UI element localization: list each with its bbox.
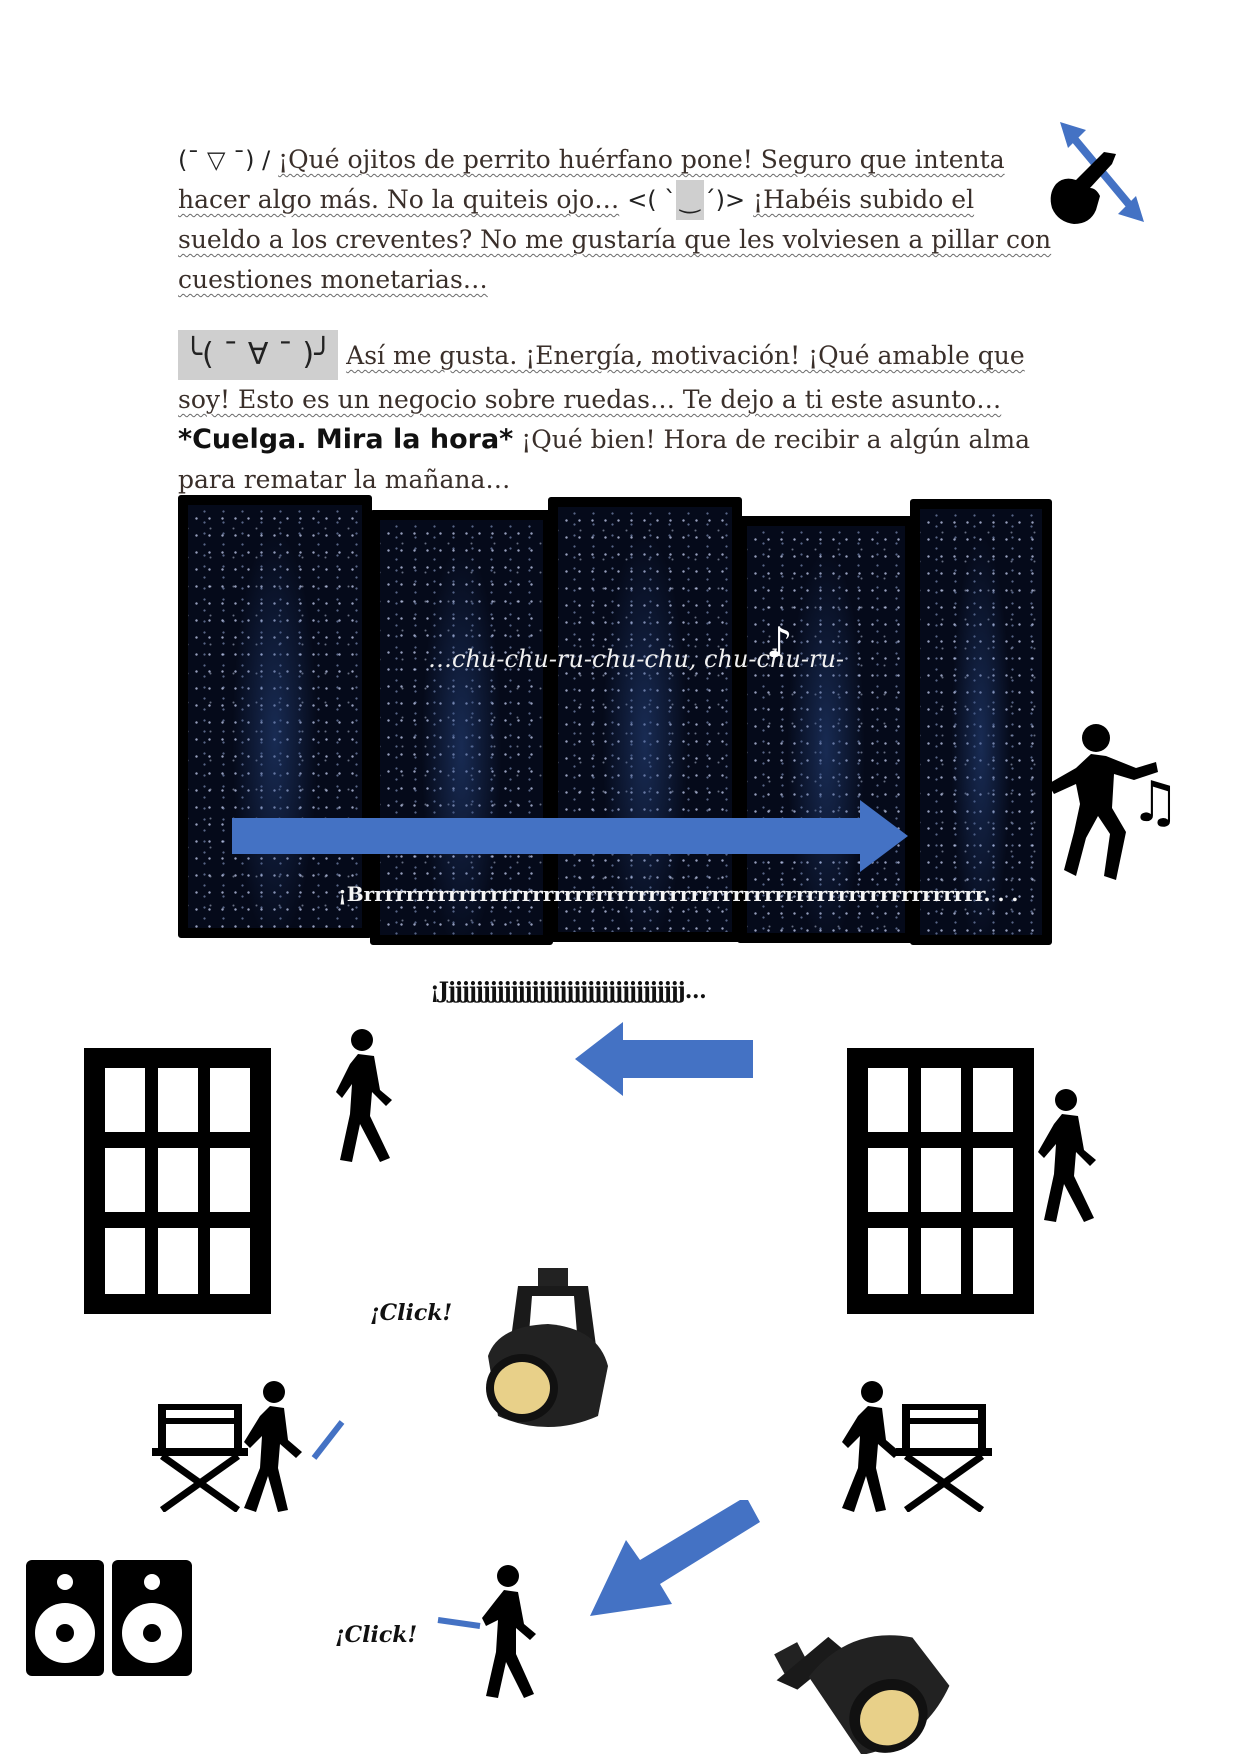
sound-brr: ¡Brrrrrrrrrrrrrrrrrrrrrrrrrrrrrrrrrrrrrr…: [338, 882, 1019, 906]
director-chair-icon: [152, 1404, 248, 1512]
blue-line-icon: [437, 1617, 481, 1629]
curtain-panel-1: [178, 495, 372, 938]
left-arrow-icon: [575, 1022, 753, 1096]
walking-person-icon: [244, 1381, 302, 1512]
hand-pointer-icon: [1050, 152, 1116, 224]
paragraph-1: (¯ ▽ ¯) / ¡Qué ojitos de perrito huérfan…: [178, 140, 1058, 300]
sound-click-1: ¡Click!: [370, 1300, 453, 1326]
paragraph-2: ╰( ¯ ∀ ¯ )╯ Así me gusta. ¡Energía, moti…: [178, 330, 1058, 500]
paragraph-1-text-b: ¡Habéis subido el sueldo a los creventes…: [178, 185, 1052, 294]
walking-person-icon: [1038, 1089, 1096, 1222]
paragraph-2-text-b: ¡Qué bien! Hora de recibir a algún alma …: [178, 425, 1030, 494]
walking-person-icon: [482, 1565, 536, 1698]
diagonal-arrow-icon: [590, 1500, 760, 1616]
dancing-person-icon: [1048, 724, 1158, 880]
curtain-panel-5: [910, 499, 1052, 945]
kaomoji-start: (¯ ▽ ¯) /: [178, 146, 271, 174]
song-lyric: …chu-chu-ru-chu-chu, chu-chu-ru-: [428, 645, 845, 673]
walking-person-icon: [842, 1381, 900, 1512]
paragraph-2-text-a: Así me gusta. ¡Energía, motivación! ¡Qué…: [178, 341, 1025, 414]
kaomoji-mid-c: ´)>: [703, 186, 746, 214]
walking-person-icon: [336, 1029, 392, 1162]
speakers-icon: [26, 1560, 192, 1676]
kaomoji-arms-up: ╰( ¯ ∀ ¯ )╯: [178, 330, 339, 380]
kaomoji-mid-a: <( `: [627, 186, 677, 214]
music-note-icon: ♪: [766, 618, 793, 667]
paragraph-1-text-a: ¡Qué ojitos de perrito huérfano pone! Se…: [178, 145, 1005, 214]
sound-ji: ¡Jjjjjjjjjjjjjjjjjjjjjjjjjjjjjjjjjjj…: [430, 978, 707, 1004]
spotlight-icon: [486, 1268, 608, 1427]
spotlight-icon: [774, 1635, 950, 1754]
curtain-panel-4: [737, 516, 915, 943]
sound-click-2: ¡Click!: [335, 1622, 418, 1648]
kaomoji-mid-b: ‿: [676, 180, 704, 220]
director-chair-icon: [896, 1404, 992, 1512]
stage-direction: *Cuelga. Mira la hora*: [178, 424, 514, 455]
right-arrow-icon: [232, 800, 908, 872]
curtain-panel-2: [370, 510, 553, 945]
window-icon: [84, 1048, 271, 1314]
music-notes-icon: ♫: [1130, 770, 1181, 835]
window-icon: [847, 1048, 1034, 1314]
blue-line-icon: [311, 1420, 345, 1460]
curtain-panel-3: [548, 497, 742, 942]
